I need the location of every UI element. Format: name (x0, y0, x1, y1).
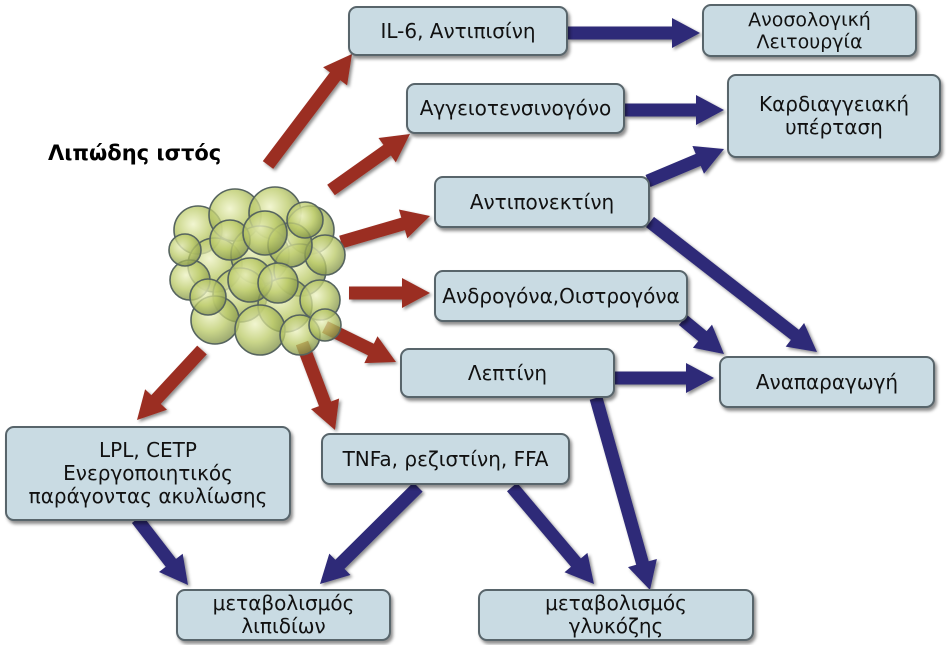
adipocyte-cell (242, 210, 288, 256)
node-cardiovascular-hypertension: Καρδιαγγειακή υπέρταση (727, 74, 941, 158)
arrow-tissue-to-adiponectin (339, 209, 430, 249)
adipocyte-cell (286, 201, 324, 239)
node-lipid-line2: λιπιδίων (241, 614, 326, 638)
adipocyte-cell (168, 233, 202, 267)
node-tnf-resistin-ffa: TNFa, ρεζιστίνη, FFA (321, 433, 570, 485)
arrow-tissue-to-leptin (322, 321, 396, 364)
arrow-androgens-to-reproduction (678, 315, 724, 354)
node-reproduction-label: Αναπαραγωγή (755, 369, 899, 394)
arrow-adiponectin-to-cardio (645, 146, 724, 187)
node-glucose-line1: μεταβολισμός (545, 591, 687, 615)
arrow-tissue-to-tnf (295, 340, 340, 430)
node-leptin-label: Λεπτίνη (467, 360, 548, 385)
node-cardio-line2: υπέρταση (785, 115, 883, 139)
node-androgens-estrogens: Ανδρογόνα,Οιστρογόνα (434, 270, 688, 322)
arrow-leptin-to-glucose (589, 396, 657, 590)
adipocyte-cell (189, 278, 227, 316)
arrow-il6-to-immune (568, 18, 700, 48)
arrow-angiotensinogen-to-cardio (625, 95, 724, 125)
node-lpl-line2: Ενεργοποιητικός (63, 461, 233, 485)
node-immune-line1: Ανοσολογική (748, 8, 871, 31)
arrow-tissue-to-androgens (349, 278, 430, 308)
node-adiponectin: Αντιπονεκτίνη (434, 176, 650, 228)
node-immune-function: Ανοσολογική Λειτουργία (702, 4, 917, 57)
arrow-adiponectin-to-reproduction (646, 216, 817, 352)
node-immune-line2: Λειτουργία (756, 30, 863, 53)
adipocyte-cell (308, 308, 342, 342)
node-lpl-cetp: LPL, CETP Ενεργοποιητικός παράγοντας ακυ… (5, 426, 291, 521)
node-il6-label: IL-6, Αντιπισίνη (380, 18, 536, 43)
arrow-leptin-to-reproduction (615, 363, 714, 393)
adipose-tissue-cluster-image (168, 186, 346, 356)
node-angiotensinogen: Αγγειοτενσινογόνο (406, 83, 625, 134)
node-glucose-metabolism: μεταβολισμός γλυκόζης (478, 589, 754, 641)
arrow-tnf-to-glucose (507, 482, 594, 584)
node-glucose-line2: γλυκόζης (568, 614, 664, 638)
arrow-tnf-to-lipid (320, 482, 423, 584)
node-adiponectin-label: Αντιπονεκτίνη (469, 189, 615, 214)
node-lipid-line1: μεταβολισμός (212, 591, 355, 615)
node-leptin: Λεπτίνη (400, 348, 615, 398)
node-lipid-metabolism: μεταβολισμός λιπιδίων (176, 589, 391, 641)
arrow-tissue-to-lpl (137, 345, 207, 420)
node-il6-antipisin: IL-6, Αντιπισίνη (348, 6, 568, 56)
node-lpl-line3: παράγοντας ακυλίωσης (28, 484, 268, 508)
node-angiotensinogen-label: Αγγειοτενσινογόνο (419, 96, 612, 120)
node-lpl-line1: LPL, CETP (99, 438, 197, 462)
arrow-tissue-to-angiotensinogen (327, 134, 410, 196)
adipocyte-cell (257, 262, 299, 304)
node-cardio-line1: Καρδιαγγειακή (758, 92, 910, 116)
node-androgens-label: Ανδρογόνα,Οιστρογόνα (442, 283, 680, 308)
arrow-tissue-to-il6 (262, 54, 352, 169)
arrow-lpl-to-lipid (131, 515, 188, 585)
node-reproduction: Αναπαραγωγή (719, 356, 935, 408)
adipocyte-cell (234, 304, 286, 356)
node-tnf-label: TNFa, ρεζιστίνη, FFA (342, 446, 549, 471)
adipose-tissue-label: Λιπώδης ιστός (48, 141, 222, 165)
